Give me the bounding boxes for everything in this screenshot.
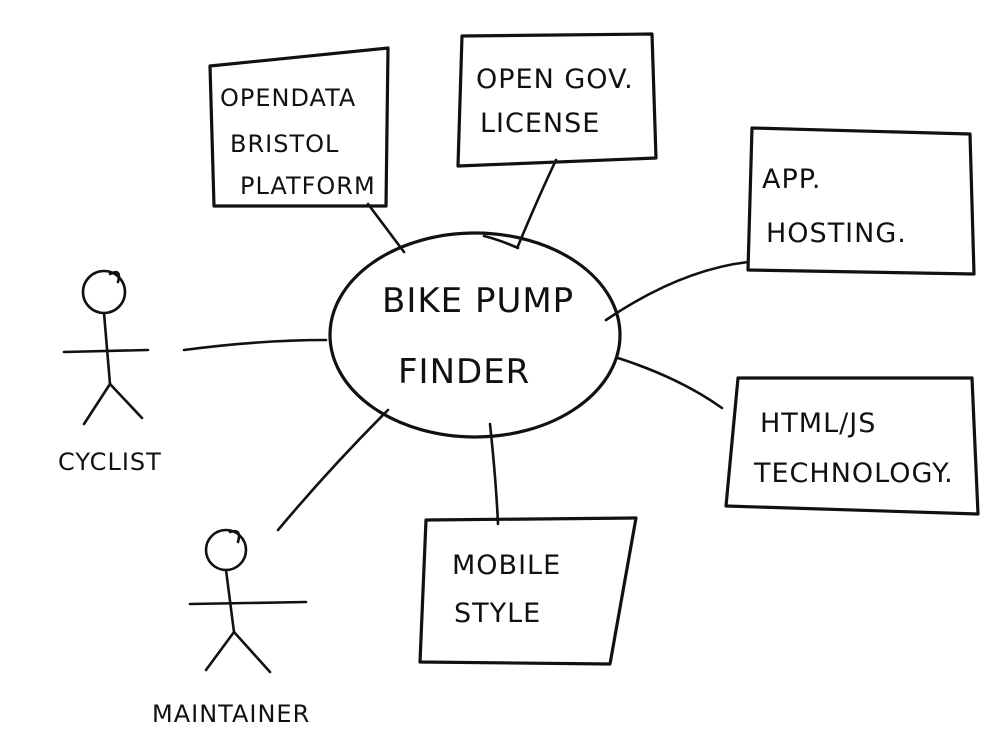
hosting-label-line2: HOSTING. — [766, 218, 907, 249]
mobile-box-outline — [418, 516, 638, 666]
hosting-box: APP. HOSTING. — [746, 126, 976, 276]
center-label-line2: FINDER — [398, 352, 530, 392]
opendata-box: OPENDATA BRISTOL PLATFORM — [208, 46, 390, 208]
connector-mobile — [488, 422, 500, 526]
connectors — [182, 158, 750, 532]
mobile-label-line2: STYLE — [454, 598, 541, 629]
technology-box: HTML/JS TECHNOLOGY. — [724, 376, 980, 516]
opengov-box: OPEN GOV. LICENSE — [456, 32, 658, 168]
stick-figure-icon — [62, 269, 150, 426]
cyclist-actor: CYCLIST — [58, 269, 162, 476]
opendata-label-line3: PLATFORM — [240, 172, 376, 200]
cyclist-label: CYCLIST — [58, 448, 162, 476]
opengov-box-outline — [456, 32, 658, 168]
hosting-label-line1: APP. — [762, 164, 821, 195]
mobile-label-line1: MOBILE — [452, 550, 561, 581]
connector-technology — [616, 356, 724, 410]
stick-figure-icon — [188, 528, 308, 674]
hosting-box-outline — [746, 126, 976, 276]
connector-opendata — [366, 202, 406, 254]
maintainer-label: MAINTAINER — [152, 700, 310, 728]
center-node: BIKE PUMP FINDER — [328, 231, 622, 439]
connector-opengov — [516, 158, 558, 248]
opendata-label-line1: OPENDATA — [220, 84, 356, 112]
opengov-label-line2: LICENSE — [480, 108, 600, 139]
connector-maintainer — [276, 408, 390, 532]
technology-label-line2: TECHNOLOGY. — [753, 458, 954, 489]
opendata-label-line2: BRISTOL — [230, 130, 339, 158]
connector-opengov-tick — [482, 234, 520, 250]
center-ellipse — [328, 231, 622, 439]
technology-label-line1: HTML/JS — [760, 408, 876, 439]
technology-box-outline — [724, 376, 980, 516]
center-label-line1: BIKE PUMP — [382, 281, 574, 321]
opengov-label-line1: OPEN GOV. — [476, 64, 634, 95]
mobile-box: MOBILE STYLE — [418, 516, 638, 666]
maintainer-actor: MAINTAINER — [152, 528, 310, 728]
connector-hosting — [604, 260, 750, 322]
connector-cyclist — [182, 338, 328, 352]
opendata-box-outline — [208, 46, 390, 208]
